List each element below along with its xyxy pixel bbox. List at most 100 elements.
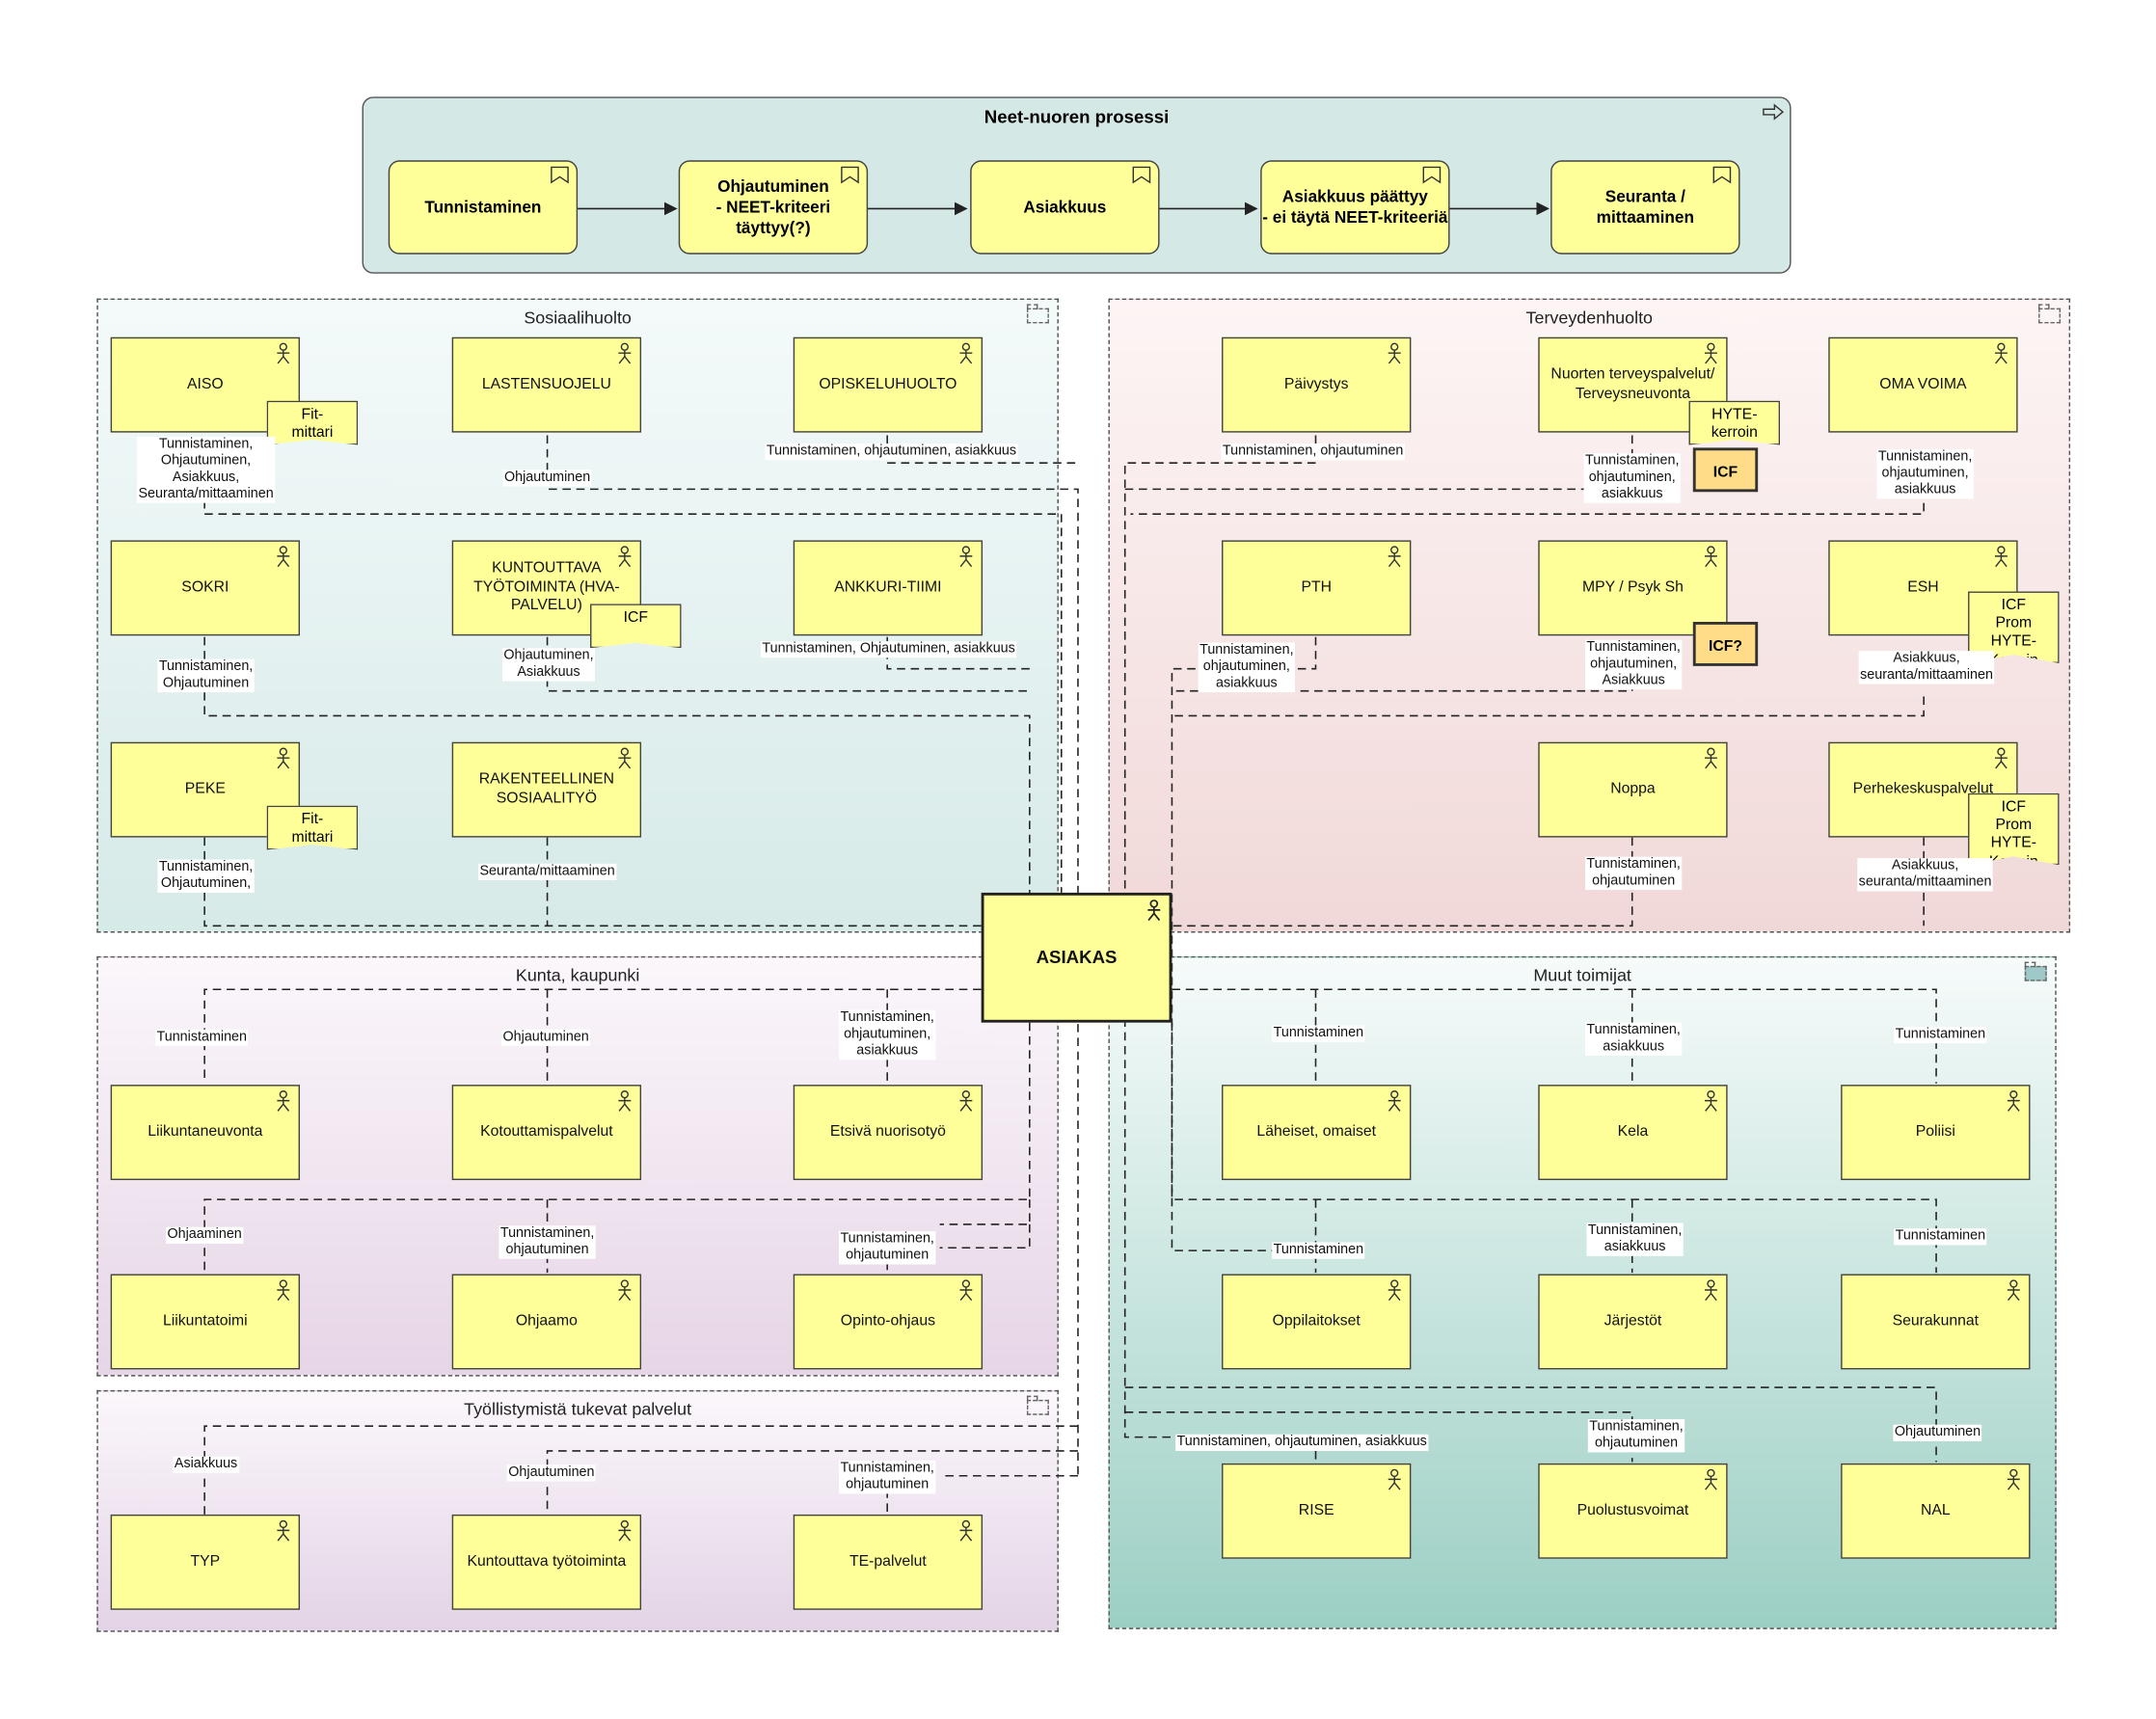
actor-kela[interactable]: Kela: [1538, 1085, 1728, 1181]
process-step-1[interactable]: Tunnistaminen: [388, 160, 579, 255]
person-icon: [1703, 1279, 1719, 1302]
note-icf: ICF: [590, 604, 682, 649]
actor-kotouttamis[interactable]: Kotouttamispalvelut: [451, 1085, 642, 1181]
actor-lastensuojelu[interactable]: LASTENSUOJELU: [451, 336, 642, 433]
business-event-icon: [550, 166, 569, 184]
group-title: Muut toimijat: [1533, 965, 1631, 985]
connector-label-poliisi: Tunnistaminen: [1894, 1026, 1987, 1044]
actor-ohjaamo[interactable]: Ohjaamo: [451, 1274, 642, 1370]
actor-puolustus[interactable]: Puolustusvoimat: [1538, 1463, 1728, 1559]
actor-opiskeluhuolto[interactable]: OPISKELUHUOLTO: [793, 336, 984, 433]
group-icon: [2024, 961, 2047, 981]
connector-label-etsiva: Tunnistaminen, ohjautuminen, asiakkuus: [839, 1009, 936, 1061]
connector-label-kela: Tunnistaminen, asiakkuus: [1584, 1022, 1683, 1057]
connector-label-paivystys: Tunnistaminen, ohjautuminen: [1221, 443, 1405, 461]
actor-rise[interactable]: RISE: [1222, 1463, 1412, 1559]
group-title: Kunta, kaupunki: [515, 965, 640, 985]
note-text: HYTE- kerroin: [1711, 406, 1758, 442]
actor-oma-voima[interactable]: OMA VOIMA: [1828, 336, 2018, 433]
person-icon: [616, 1090, 633, 1113]
actor-perhekeskus[interactable]: Perhekeskuspalvelut: [1828, 741, 2018, 838]
actor-kuntouttava-tt[interactable]: Kuntouttava työtoiminta: [451, 1514, 642, 1610]
actor-label: NAL: [1920, 1501, 1951, 1518]
connector-label-nuorten: Tunnistaminen, ohjautuminen, asiakkuus: [1583, 453, 1681, 503]
actor-mpy[interactable]: MPY / Psyk Sh: [1538, 540, 1728, 636]
actor-label: PTH: [1301, 578, 1332, 596]
person-icon: [275, 1279, 291, 1302]
group-icon: [2038, 304, 2062, 324]
actor-sokri[interactable]: SOKRI: [110, 540, 301, 636]
connector-label-pth: Tunnistaminen, ohjautuminen, asiakkuus: [1198, 642, 1296, 693]
actor-label: TE-palvelut: [849, 1552, 927, 1570]
actor-typ[interactable]: TYP: [110, 1514, 301, 1610]
person-icon: [1387, 1279, 1403, 1302]
actor-nuorten[interactable]: Nuorten terveyspalvelut/ Terveysneuvonta: [1538, 336, 1728, 433]
actor-label: RAKENTEELLINEN SOSIAALITYÖ: [478, 770, 614, 807]
connector-label-rise: Tunnistaminen, ohjautuminen, asiakkuus: [1175, 1434, 1429, 1451]
connector-label-opinto: Tunnistaminen, ohjautuminen: [839, 1231, 936, 1265]
person-icon: [275, 1090, 291, 1113]
connector-label-te: Tunnistaminen, ohjautuminen: [839, 1460, 936, 1494]
actor-label: RISE: [1298, 1501, 1334, 1518]
actor-jarjestot[interactable]: Järjestöt: [1538, 1274, 1728, 1370]
connector-label-kuntouttava-tt: Ohjautuminen: [506, 1464, 596, 1482]
process-step-5[interactable]: Seuranta / mittaaminen: [1550, 160, 1740, 255]
connector-label-mpy: Tunnistaminen, ohjautuminen, Asiakkuus: [1584, 639, 1683, 690]
actor-label: AISO: [186, 375, 224, 392]
connector-label-aiso: Tunnistaminen, Ohjautuminen, Asiakkuus, …: [137, 436, 276, 503]
actor-paivystys[interactable]: Päivystys: [1222, 336, 1412, 433]
actor-te[interactable]: TE-palvelut: [793, 1514, 984, 1610]
note-text: ICF Prom HYTE- Kerroin: [1989, 597, 2038, 663]
person-icon: [1993, 747, 2009, 769]
person-icon: [957, 342, 974, 364]
business-event-icon: [1132, 166, 1151, 184]
process-step-4[interactable]: Asiakkuus päättyy - ei täytä NEET-kritee…: [1260, 160, 1450, 255]
person-icon: [1387, 342, 1403, 364]
actor-liikuntatoimi[interactable]: Liikuntatoimi: [110, 1274, 301, 1370]
connector-label-jarjestot: Tunnistaminen, asiakkuus: [1586, 1222, 1684, 1256]
process-step-3[interactable]: Asiakkuus: [970, 160, 1160, 255]
actor-seurakunnat[interactable]: Seurakunnat: [1841, 1274, 2031, 1370]
person-icon: [616, 342, 633, 364]
process-step-label: Asiakkuus: [1023, 197, 1107, 217]
actor-noppa[interactable]: Noppa: [1538, 741, 1728, 838]
person-icon: [1147, 900, 1161, 922]
person-icon: [1387, 1468, 1403, 1491]
business-event-icon: [840, 166, 859, 184]
actor-opinto[interactable]: Opinto-ohjaus: [793, 1274, 984, 1370]
connector-label-typ: Asiakkuus: [173, 1456, 239, 1473]
actor-etsiva[interactable]: Etsivä nuorisotyö: [793, 1085, 984, 1181]
actor-label: KUNTOUTTAVA TYÖTOIMINTA (HVA-PALVELU): [473, 559, 620, 614]
asiakas-center[interactable]: ASIAKAS: [981, 892, 1172, 1023]
actor-label: Ohjaamo: [515, 1312, 578, 1330]
process-step-2[interactable]: Ohjautuminen - NEET-kriteeri täyttyy(?): [678, 160, 869, 255]
actor-pth[interactable]: PTH: [1222, 540, 1412, 636]
actor-label: Seurakunnat: [1892, 1312, 1980, 1330]
connector-label-rakenteellinen: Seuranta/mittaaminen: [478, 863, 617, 881]
actor-liikuntaneuvonta[interactable]: Liikuntaneuvonta: [110, 1085, 301, 1181]
actor-nal[interactable]: NAL: [1841, 1463, 2031, 1559]
person-icon: [1703, 342, 1719, 364]
actor-label: Nuorten terveyspalvelut/ Terveysneuvonta: [1550, 365, 1715, 402]
actor-ankkuri[interactable]: ANKKURI-TIIMI: [793, 540, 984, 636]
actor-label: LASTENSUOJELU: [481, 375, 611, 392]
actor-kuntouttava-hva[interactable]: KUNTOUTTAVA TYÖTOIMINTA (HVA-PALVELU): [451, 540, 642, 636]
actor-label: SOKRI: [181, 578, 229, 596]
connector-label-esh: Asiakkuus, seuranta/mittaaminen: [1858, 651, 1995, 685]
person-icon: [2006, 1468, 2022, 1491]
connector-label-lastensuojelu: Ohjautuminen: [502, 470, 592, 487]
actor-oppilaitokset[interactable]: Oppilaitokset: [1222, 1274, 1412, 1370]
actor-label: Perhekeskuspalvelut: [1852, 780, 1994, 797]
connector-label-laheiset: Tunnistaminen: [1272, 1025, 1365, 1042]
actor-poliisi[interactable]: Poliisi: [1841, 1085, 2031, 1181]
actor-laheiset[interactable]: Läheiset, omaiset: [1222, 1085, 1412, 1181]
connector-label-liikuntaneuvonta: Tunnistaminen: [155, 1029, 249, 1047]
person-icon: [616, 1519, 633, 1543]
actor-rakenteellinen[interactable]: RAKENTEELLINEN SOSIAALITYÖ: [451, 741, 642, 838]
person-icon: [2006, 1279, 2022, 1302]
process-step-label: Seuranta / mittaaminen: [1596, 186, 1695, 228]
connector-label-peke: Tunnistaminen, Ohjautuminen,: [157, 859, 255, 893]
group-icon: [1026, 1395, 1049, 1415]
actor-label: Kotouttamispalvelut: [480, 1122, 613, 1140]
note-hyte-kerroin: HYTE- kerroin: [1688, 400, 1781, 445]
